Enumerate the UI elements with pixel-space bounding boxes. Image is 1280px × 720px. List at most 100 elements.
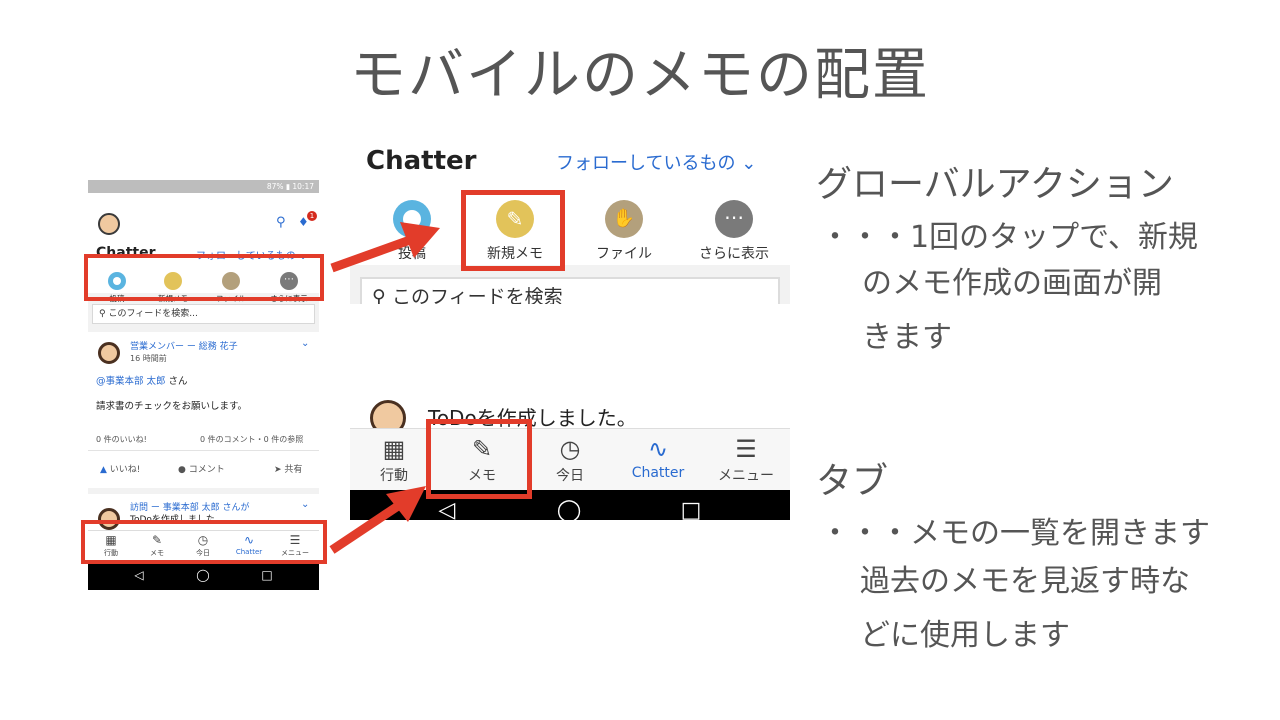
home-icon[interactable]: ◯ bbox=[556, 498, 582, 520]
tab-menu[interactable]: ☰メニュー bbox=[272, 533, 318, 558]
feed-search-input[interactable]: ⚲ このフィードを検索 bbox=[360, 277, 780, 304]
comment-button[interactable]: ● コメント bbox=[178, 462, 225, 475]
highlight-memo-tab bbox=[426, 419, 532, 499]
menu-icon: ☰ bbox=[289, 533, 301, 547]
action-label: ファイル bbox=[596, 246, 652, 262]
memo-icon: ✎ bbox=[496, 200, 534, 238]
status-bar: 87% ▮ 10:17 bbox=[88, 180, 319, 193]
avatar[interactable] bbox=[98, 213, 120, 235]
recents-icon[interactable]: □ bbox=[680, 498, 702, 520]
post-mention-line: @事業本部 太郎 さん bbox=[96, 373, 188, 387]
tab-memo[interactable]: ✎ メモ bbox=[438, 435, 526, 485]
global-actions-heading: グローバルアクション bbox=[816, 164, 1174, 205]
tab-label: メモ bbox=[468, 468, 496, 484]
feed-search-input[interactable]: ⚲ このフィードを検索... bbox=[92, 304, 315, 324]
tab-label: メニュー bbox=[718, 468, 774, 484]
tab-memo[interactable]: ✎メモ bbox=[134, 533, 180, 558]
pulse-icon: ∿ bbox=[243, 533, 255, 547]
tab-events[interactable]: ▦ 行動 bbox=[88, 533, 134, 558]
divider bbox=[88, 450, 319, 451]
post-icon bbox=[108, 272, 126, 290]
like-label: いいね! bbox=[109, 465, 141, 475]
tab-chatter[interactable]: ∿ Chatter bbox=[614, 435, 702, 481]
back-icon[interactable]: ◁ bbox=[134, 568, 144, 582]
action-more-button[interactable]: ⋯ さらに表示 bbox=[684, 200, 784, 263]
tab-chatter[interactable]: ∿Chatter bbox=[226, 533, 272, 556]
zoom-tab-bar: ToDoを作成しました。 ▦行動 ✎メモ ◷今日 ∿Chatter ☰メニュー … bbox=[350, 396, 790, 520]
tab-desc-line: どに使用します bbox=[860, 618, 1070, 653]
action-new-memo-button[interactable]: ✎ 新規メモ bbox=[465, 200, 565, 263]
bottom-tab-bar: ▦ 行動 ✎メモ ◷ 今日 ∿Chatter ☰メニュー bbox=[88, 530, 319, 560]
clock-icon: ◷ bbox=[197, 533, 209, 547]
tab-desc-line: ・・・メモの一覧を開きます bbox=[820, 516, 1210, 551]
more-icon: ⋯ bbox=[280, 272, 298, 290]
android-nav-bar: ◁ ◯ □ bbox=[88, 560, 319, 590]
search-icon[interactable]: ⚲ bbox=[276, 215, 286, 230]
chevron-down-icon: ⌄ bbox=[741, 153, 757, 174]
slide-title: モバイルのメモの配置 bbox=[350, 43, 930, 108]
share-icon: ➤ bbox=[274, 465, 282, 475]
post-time: 16 時間前 bbox=[130, 354, 167, 363]
file-icon bbox=[222, 272, 240, 290]
pulse-icon: ∿ bbox=[647, 435, 669, 463]
tab-label: 行動 bbox=[104, 549, 118, 557]
comment-icon: ● bbox=[178, 465, 186, 475]
action-label: 新規メモ bbox=[487, 246, 543, 262]
search-placeholder: このフィードを検索... bbox=[108, 309, 198, 319]
tab-heading: タブ bbox=[816, 461, 889, 502]
tab-label: 今日 bbox=[196, 549, 210, 557]
bell-icon[interactable]: ♦ bbox=[298, 215, 309, 229]
global-actions-desc-line: ・・・1回のタップで、新規 bbox=[820, 220, 1198, 255]
tab-label: Chatter bbox=[631, 465, 685, 481]
menu-icon: ☰ bbox=[735, 435, 757, 463]
mention-link[interactable]: @事業本部 太郎 bbox=[96, 376, 166, 387]
search-icon: ⚲ bbox=[372, 286, 386, 304]
tab-label: Chatter bbox=[235, 548, 263, 556]
home-icon[interactable]: ◯ bbox=[196, 568, 210, 582]
bottom-tab-bar: ▦ 行動 ✎ メモ ◷ 今日 ∿ Chatter ☰ メニュー bbox=[350, 428, 790, 490]
more-icon: ⋯ bbox=[715, 200, 753, 238]
share-button[interactable]: ➤ 共有 bbox=[274, 462, 302, 475]
chevron-down-icon[interactable]: ⌄ bbox=[301, 499, 310, 510]
calendar-icon: ▦ bbox=[382, 435, 406, 463]
tab-events[interactable]: ▦ 行動 bbox=[350, 435, 438, 485]
share-label: 共有 bbox=[284, 465, 303, 475]
notification-badge: 1 bbox=[307, 211, 317, 221]
post-body: ToDoを作成しました。 bbox=[428, 406, 637, 430]
tab-label: 行動 bbox=[380, 468, 408, 484]
action-post-button[interactable]: 投稿 bbox=[362, 200, 462, 263]
tab-label: 今日 bbox=[556, 468, 584, 484]
follow-filter-dropdown[interactable]: フォローしているもの ⌄ bbox=[556, 149, 756, 175]
tab-label: メモ bbox=[150, 549, 164, 557]
calendar-icon: ▦ bbox=[105, 533, 117, 547]
thumbs-up-icon: ▲ bbox=[100, 465, 107, 475]
action-file-button[interactable]: ✋ ファイル bbox=[574, 200, 674, 263]
highlight-new-memo bbox=[461, 190, 565, 271]
highlight-tab-bar bbox=[81, 520, 327, 564]
tab-today[interactable]: ◷ 今日 bbox=[526, 435, 614, 485]
avatar[interactable] bbox=[98, 342, 120, 364]
back-icon[interactable]: ◁ bbox=[438, 498, 456, 520]
like-button[interactable]: ▲ いいね! bbox=[100, 462, 140, 475]
mention-suffix: さん bbox=[165, 376, 188, 387]
highlight-global-actions bbox=[84, 254, 324, 301]
post-author[interactable]: 訪問 ー 事業本部 太郎 さんが bbox=[130, 503, 250, 513]
zoom-global-actions: Chatter フォローしているもの ⌄ 投稿 ✎ 新規メモ ✋ ファイル ⋯ … bbox=[350, 140, 790, 304]
follow-filter-label: フォローしているもの bbox=[556, 153, 736, 174]
memo-icon: ✎ bbox=[471, 435, 493, 463]
chevron-down-icon[interactable]: ⌄ bbox=[301, 338, 310, 349]
tab-menu[interactable]: ☰ メニュー bbox=[702, 435, 790, 485]
action-label: 投稿 bbox=[398, 246, 426, 262]
post-author[interactable]: 営業メンバー ー 総務 花子 bbox=[130, 342, 238, 352]
avatar[interactable] bbox=[98, 508, 120, 530]
comment-label: コメント bbox=[188, 465, 225, 475]
tab-today[interactable]: ◷ 今日 bbox=[180, 533, 226, 558]
global-actions-desc-line: のメモ作成の画面が開 bbox=[862, 266, 1162, 301]
clock-icon: ◷ bbox=[559, 435, 581, 463]
action-label: さらに表示 bbox=[699, 246, 769, 262]
status-text: 87% ▮ 10:17 bbox=[266, 182, 314, 191]
post-icon bbox=[393, 200, 431, 238]
memo-icon bbox=[164, 272, 182, 290]
page-title: Chatter bbox=[366, 146, 477, 176]
recents-icon[interactable]: □ bbox=[261, 568, 273, 582]
